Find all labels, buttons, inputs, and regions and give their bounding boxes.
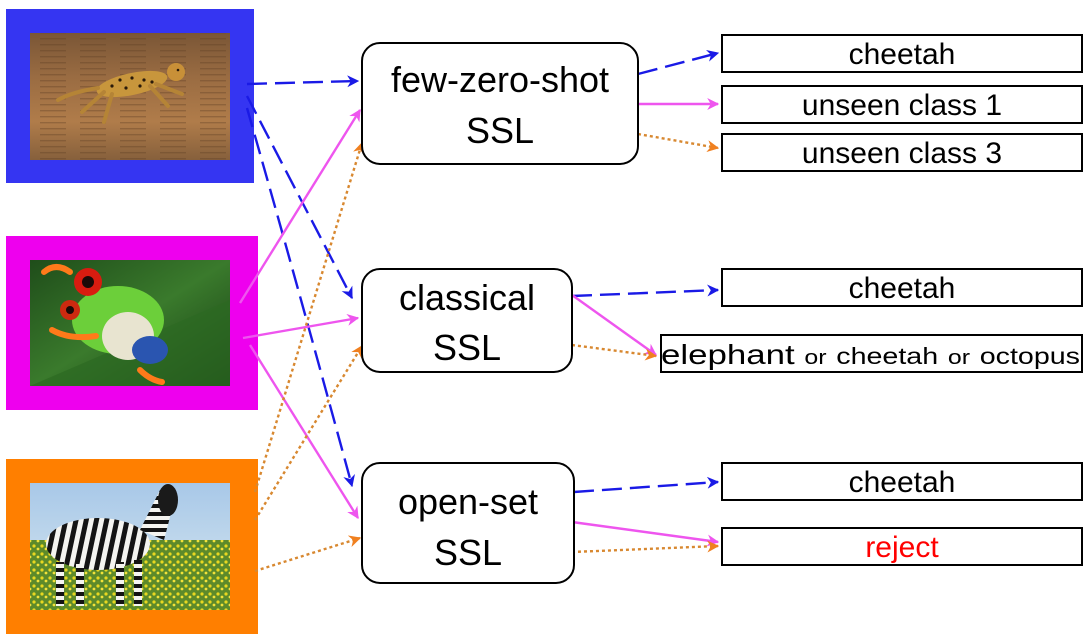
output-fewzero-cheetah: cheetah [849, 38, 956, 71]
zebra-figure [46, 484, 178, 606]
zebra-image-tile [6, 459, 258, 634]
multi-class-elephant: elephant [661, 339, 795, 370]
fewzero-outputs: cheetah unseen class 1 unseen class 3 [721, 34, 1083, 172]
frog-figure [41, 264, 168, 385]
arrow-fewzero-to-unseen3 [637, 132, 720, 153]
arrow-classical-to-multi [571, 294, 657, 356]
arrow-cheetah-to-fewzero [246, 75, 360, 88]
method-fewzero-line1: few-zero-shot [391, 59, 609, 100]
openset-outputs: cheetah reject [721, 462, 1083, 566]
method-node-classical: classical SSL [361, 268, 573, 373]
arrow-frog-to-classical [242, 313, 360, 340]
arrow-zebra-to-classical [253, 344, 364, 521]
frog-image-tile [6, 236, 258, 410]
method-classical-line1: classical [399, 277, 535, 318]
arrow-openset-to-reject-orange [571, 540, 720, 554]
arrow-zebra-to-fewzero [253, 141, 365, 493]
arrow-classical-to-multi-orange [571, 343, 658, 361]
arrow-cheetah-to-classical [245, 95, 354, 300]
output-fewzero-unseen3: unseen class 3 [802, 137, 1002, 170]
arrow-cheetah-to-openset [245, 107, 355, 488]
method-node-fewzero: few-zero-shot SSL [361, 42, 639, 165]
multi-class-or-1: or [804, 347, 827, 369]
orange-arrows [253, 132, 720, 573]
arrow-zebra-to-openset [254, 535, 362, 573]
cheetah-figure [56, 63, 185, 124]
multi-class-cheetah: cheetah [836, 343, 938, 369]
arrow-frog-to-openset [248, 344, 360, 520]
method-fewzero-line2: SSL [466, 110, 534, 151]
method-openset-line1: open-set [398, 481, 538, 522]
arrow-openset-to-reject [571, 520, 720, 547]
method-node-openset: open-set SSL [361, 462, 575, 584]
arrow-frog-to-fewzero [238, 108, 362, 304]
arrow-fewzero-to-cheetah [637, 49, 720, 76]
pink-arrows [238, 98, 720, 547]
output-fewzero-unseen1: unseen class 1 [802, 89, 1002, 122]
blue-arrows [245, 49, 720, 494]
output-openset-cheetah: cheetah [849, 466, 956, 499]
output-classical-cheetah: cheetah [849, 272, 956, 305]
arrow-openset-to-cheetah [573, 476, 720, 494]
method-openset-line2: SSL [434, 532, 502, 573]
method-classical-line2: SSL [433, 327, 501, 368]
arrow-classical-to-cheetah [571, 284, 720, 298]
cheetah-image-tile [6, 9, 254, 183]
multi-class-or-2: or [948, 347, 971, 369]
output-classical-multi: elephant or cheetah or octopus [661, 339, 1080, 370]
multi-class-octopus: octopus [980, 343, 1080, 369]
classical-outputs: cheetah elephant or cheetah or octopus [660, 268, 1083, 373]
output-openset-reject: reject [865, 531, 939, 564]
